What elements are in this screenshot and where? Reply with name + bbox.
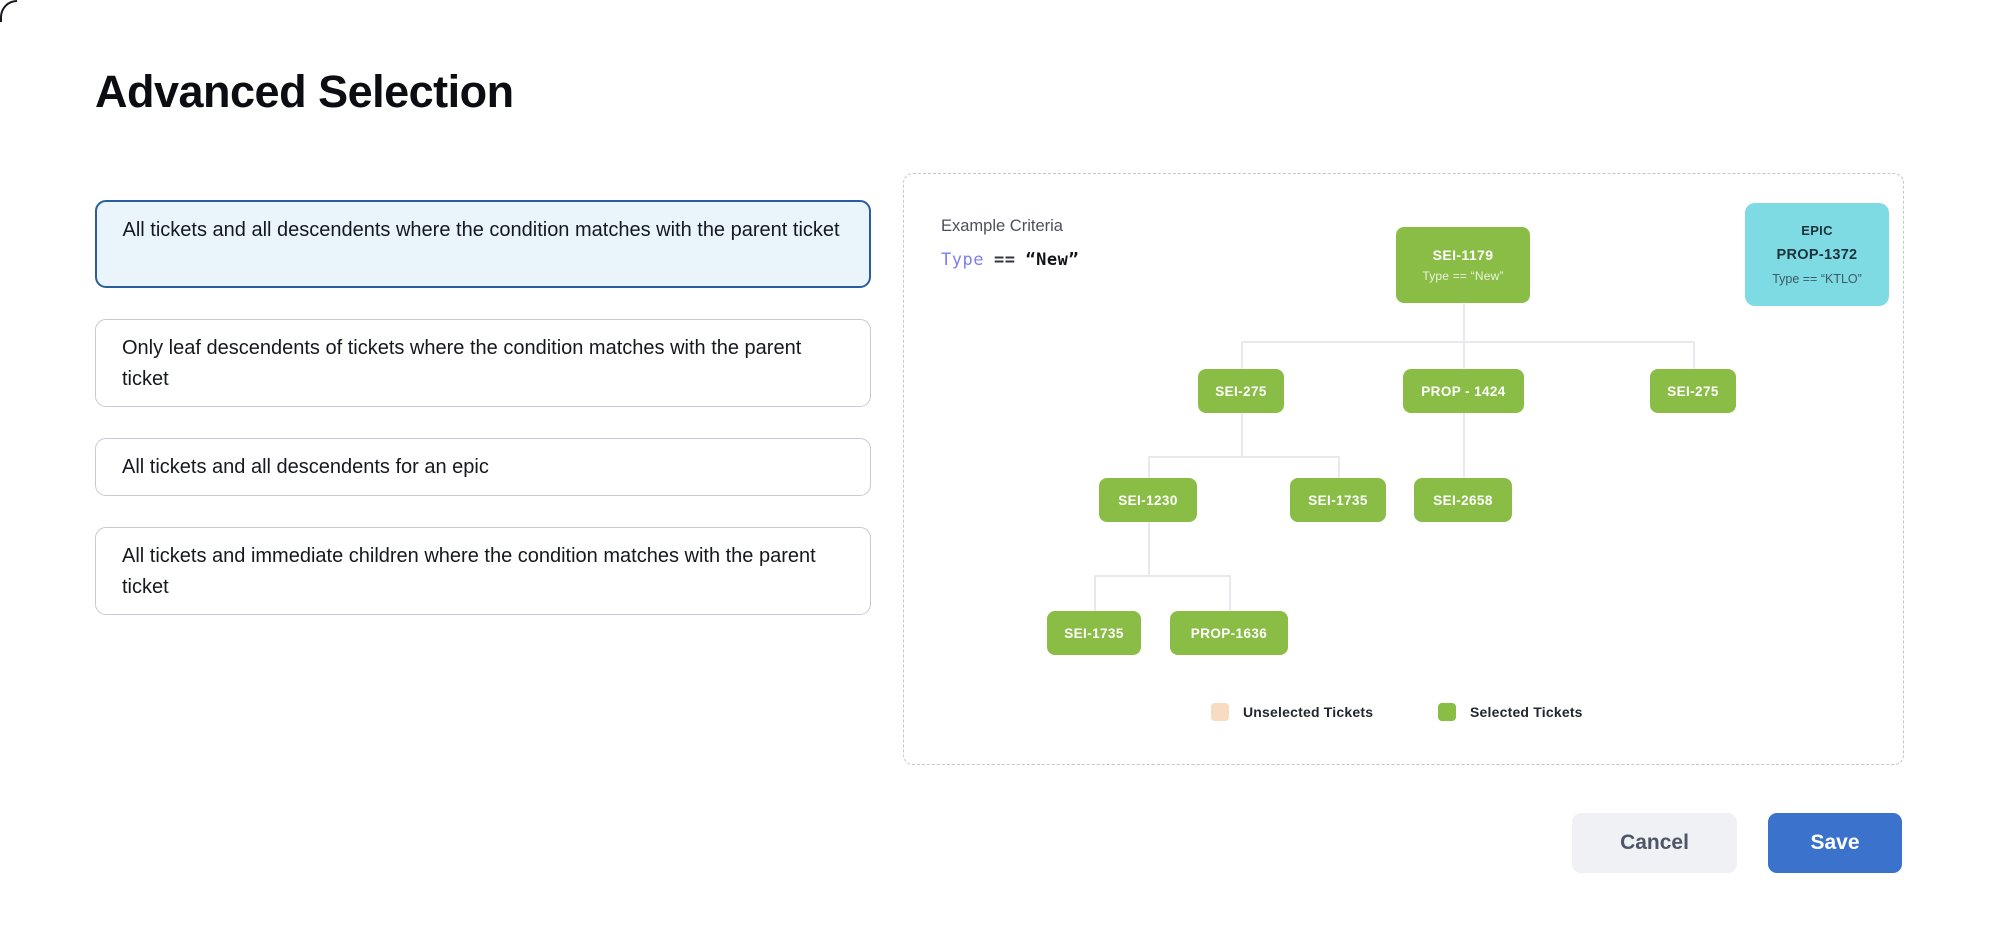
criteria-operator: == — [993, 250, 1016, 270]
tree-connector — [1148, 456, 1339, 458]
window-corner-mark — [0, 0, 17, 22]
option-leaf-descendents-condition[interactable]: Only leaf descendents of tickets where t… — [95, 319, 871, 407]
tree-node-label: SEI-1735 — [1308, 492, 1368, 508]
tree-node-sei-1179: SEI-1179 Type == “New” — [1396, 227, 1530, 303]
option-all-descendents-epic[interactable]: All tickets and all descendents for an e… — [95, 438, 871, 496]
tree-node-label: SEI-1230 — [1118, 492, 1178, 508]
selected-tickets-swatch — [1438, 703, 1456, 721]
tree-node-label: SEI-1735 — [1064, 625, 1124, 641]
epic-card: EPIC PROP-1372 Type == “KTLO” — [1745, 203, 1889, 306]
example-criteria-expression: Type == “New” — [941, 250, 1079, 270]
tree-connector — [1693, 341, 1695, 369]
cancel-button[interactable]: Cancel — [1572, 813, 1737, 873]
tree-node-sei-2658: SEI-2658 — [1414, 478, 1512, 522]
tree-node-label: SEI-2658 — [1433, 492, 1493, 508]
tree-node-label: SEI-275 — [1667, 383, 1719, 399]
tree-connector — [1241, 341, 1243, 369]
tree-connector — [1241, 413, 1243, 456]
tree-connector — [1241, 341, 1694, 343]
option-immediate-children-condition[interactable]: All tickets and immediate children where… — [95, 527, 871, 615]
tree-connector — [1094, 575, 1230, 577]
tree-connector — [1338, 456, 1340, 478]
unselected-tickets-swatch — [1211, 703, 1229, 721]
tree-node-label: SEI-1179 — [1432, 247, 1494, 263]
option-label: Only leaf descendents of tickets where t… — [122, 337, 802, 390]
tree-connector — [1229, 575, 1231, 611]
tree-connector — [1148, 456, 1150, 478]
page-title: Advanced Selection — [95, 66, 514, 117]
tree-node-sei-1735-leaf: SEI-1735 — [1047, 611, 1141, 655]
epic-kind-label: EPIC — [1801, 223, 1833, 238]
criteria-value: “New” — [1025, 250, 1080, 270]
criteria-field: Type — [941, 250, 984, 270]
tree-connector — [1094, 575, 1096, 611]
legend-label: Unselected Tickets — [1243, 704, 1374, 720]
example-criteria-heading: Example Criteria — [941, 217, 1063, 235]
example-preview-panel: Example Criteria Type == “New” EPIC PROP-1… — [903, 173, 1904, 765]
legend-selected-tickets: Selected Tickets — [1438, 703, 1583, 721]
tree-connector — [1463, 303, 1465, 341]
tree-node-sei-275-left: SEI-275 — [1198, 369, 1284, 413]
option-label: All tickets and immediate children where… — [122, 545, 816, 598]
legend-unselected-tickets: Unselected Tickets — [1211, 703, 1373, 721]
tree-node-criteria: Type == “New” — [1422, 269, 1504, 283]
tree-node-sei-275-right: SEI-275 — [1650, 369, 1736, 413]
tree-connector — [1463, 341, 1465, 369]
epic-criteria: Type == “KTLO” — [1772, 272, 1862, 286]
option-label: All tickets and all descendents for an e… — [122, 456, 489, 478]
option-all-descendents-condition[interactable]: All tickets and all descendents where th… — [95, 200, 871, 288]
tree-node-label: PROP - 1424 — [1421, 383, 1506, 399]
selection-mode-options: All tickets and all descendents where th… — [95, 200, 871, 646]
tree-node-sei-1735-mid: SEI-1735 — [1290, 478, 1386, 522]
tree-node-label: PROP-1636 — [1190, 625, 1268, 641]
tree-node-prop-1424: PROP - 1424 — [1403, 369, 1524, 413]
epic-ticket-id: PROP-1372 — [1776, 247, 1858, 263]
tree-node-label: SEI-275 — [1215, 383, 1267, 399]
tree-connector — [1463, 413, 1465, 478]
tree-node-prop-1636: PROP-1636 — [1170, 611, 1288, 655]
legend-label: Selected Tickets — [1470, 704, 1583, 720]
tree-node-sei-1230: SEI-1230 — [1099, 478, 1197, 522]
tree-connector — [1148, 522, 1150, 575]
save-button[interactable]: Save — [1768, 813, 1902, 873]
option-label: All tickets and all descendents where th… — [122, 218, 840, 241]
